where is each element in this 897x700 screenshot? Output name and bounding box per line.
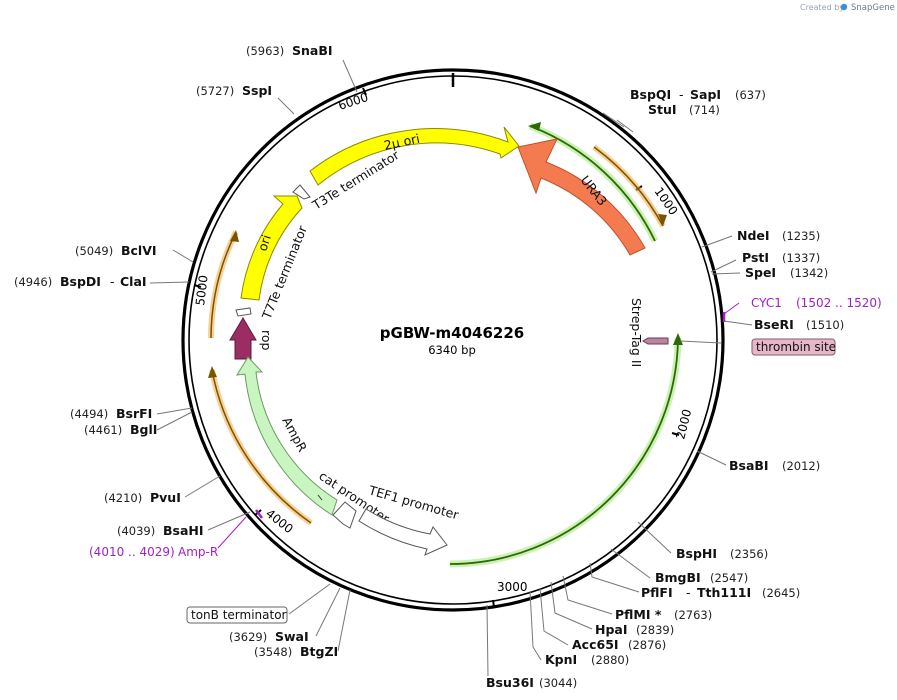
ampr-feature[interactable]	[236, 356, 338, 516]
site-sspi-pos: (5727)	[196, 84, 234, 98]
site-pflfi[interactable]: PflFI	[641, 585, 673, 600]
site-sspi[interactable]: SspI	[242, 83, 272, 98]
site-bgli-pos: (4461)	[84, 423, 122, 437]
primer-arcs-outer	[208, 144, 667, 526]
tick-label-2000: 2000	[673, 408, 694, 441]
site-pvui[interactable]: PvuI	[150, 490, 181, 505]
site-ndei[interactable]: NdeI	[737, 228, 770, 243]
rop-feature[interactable]	[229, 317, 257, 360]
t7te-terminator-feature[interactable]	[235, 307, 252, 317]
site-acc65i[interactable]: Acc65I	[572, 637, 619, 652]
site-clai[interactable]: ClaI	[120, 274, 147, 289]
t3te-terminator-feature[interactable]	[292, 184, 311, 200]
site-tth111i[interactable]: Tth111I	[697, 585, 751, 600]
site-swai-pos: (3629)	[229, 630, 267, 644]
site-bspdi-dash: -	[110, 274, 115, 289]
tonb-terminator-box[interactable]	[186, 606, 288, 624]
site-bclvi[interactable]: BclVI	[121, 243, 157, 258]
site-bseri-pos: (1510)	[806, 318, 844, 332]
two-micron-ori-label: 2μ ori	[383, 131, 421, 153]
thrombin-site-label: thrombin site	[756, 340, 836, 354]
site-bspqi-pos: (637)	[735, 88, 766, 102]
site-bmgbi[interactable]: BmgBI	[655, 570, 701, 585]
site-bsahi[interactable]: BsaHI	[163, 523, 204, 538]
tick-label-3000: 3000	[497, 580, 528, 594]
site-sapi[interactable]: SapI	[690, 87, 721, 102]
site-pflfi-pos: (2645)	[762, 586, 800, 600]
site-spei-pos: (1342)	[790, 266, 828, 280]
site-bsabi-pos: (2012)	[782, 459, 820, 473]
site-psti[interactable]: PstI	[742, 250, 769, 265]
primer-cyc1[interactable]: CYC1	[751, 296, 782, 310]
site-bspqi-dash: -	[679, 87, 684, 102]
thrombin-site-box[interactable]	[751, 338, 836, 356]
tick-label-5000: 5000	[193, 274, 211, 306]
strep-tag-label: Strep-Tag II	[629, 298, 644, 367]
site-bsphi[interactable]: BspHI	[676, 546, 717, 561]
site-stui[interactable]: StuI	[648, 102, 677, 117]
cds-arcs	[449, 122, 683, 568]
snapgene-logo-icon	[840, 3, 848, 11]
site-pflfi-dash: -	[686, 585, 691, 600]
site-btgzi-pos: (3548)	[254, 645, 292, 659]
site-bsu36i[interactable]: Bsu36I	[486, 675, 534, 690]
site-swai[interactable]: SwaI	[275, 629, 309, 644]
two-micron-ori-feature[interactable]	[309, 126, 520, 186]
tef1-promoter-feature[interactable]	[358, 508, 448, 556]
site-ndei-pos: (1235)	[782, 229, 820, 243]
cat-promoter-feature[interactable]	[332, 501, 357, 529]
ampr-primer-marker	[255, 509, 263, 519]
ampr-primer-leader	[217, 516, 247, 549]
tonb-terminator-label: tonB terminator	[191, 608, 287, 622]
strep-tag-feature[interactable]	[642, 337, 669, 345]
snapgene-brand: SnapGene	[851, 3, 895, 13]
site-leader-lines	[149, 59, 753, 677]
site-bsrfi-pos: (4494)	[70, 407, 108, 421]
site-spei[interactable]: SpeI	[745, 265, 776, 280]
site-pflmi[interactable]: PflMI *	[615, 607, 662, 622]
plasmid-name: pGBW-m4046226	[380, 324, 524, 342]
site-acc65i-pos: (2876)	[628, 638, 666, 652]
site-kpni-pos: (2880)	[591, 653, 629, 667]
site-kpni[interactable]: KpnI	[545, 652, 577, 667]
site-bspdi-pos: (4946)	[14, 275, 52, 289]
site-hpai[interactable]: HpaI	[595, 622, 628, 637]
rop-label: rop	[259, 330, 274, 351]
primer-ampr-range: (4010 .. 4029)	[89, 545, 175, 559]
ura3-feature[interactable]	[517, 138, 646, 256]
ori-label: ori	[255, 233, 274, 253]
credit-text: Created by	[800, 3, 844, 12]
site-bspqi[interactable]: BspQI	[630, 87, 671, 102]
site-bsphi-pos: (2356)	[730, 547, 768, 561]
backbone-outer-ring	[181, 68, 725, 612]
site-bseri[interactable]: BseRI	[754, 317, 794, 332]
primer-ampr[interactable]: Amp-R	[178, 545, 218, 559]
site-bsrfi[interactable]: BsrFI	[116, 406, 152, 421]
site-bclvi-pos: (5049)	[75, 244, 113, 258]
site-bsabi[interactable]: BsaBI	[729, 458, 769, 473]
site-btgzi[interactable]: BtgZI	[300, 644, 338, 659]
site-pvui-pos: (4210)	[104, 491, 142, 505]
site-bgli[interactable]: BglI	[130, 422, 157, 437]
site-snabi[interactable]: SnaBI	[292, 43, 333, 58]
site-bsahi-pos: (4039)	[117, 524, 155, 538]
cyc1-leader	[723, 302, 740, 315]
ori-feature[interactable]	[240, 195, 303, 301]
plasmid-length: 6340 bp	[428, 343, 476, 357]
site-bsu36i-pos: (3044)	[539, 676, 577, 690]
site-psti-pos: (1337)	[782, 251, 820, 265]
site-snabi-pos: (5963)	[246, 44, 284, 58]
ampr-marker	[317, 494, 323, 501]
site-stui-pos: (714)	[689, 103, 720, 117]
site-pflmi-pos: (2763)	[674, 608, 712, 622]
site-bspdi[interactable]: BspDI	[60, 274, 101, 289]
site-hpai-pos: (2839)	[636, 623, 674, 637]
site-bmgbi-pos: (2547)	[710, 571, 748, 585]
primer-cyc1-range: (1502 .. 1520)	[796, 296, 882, 310]
